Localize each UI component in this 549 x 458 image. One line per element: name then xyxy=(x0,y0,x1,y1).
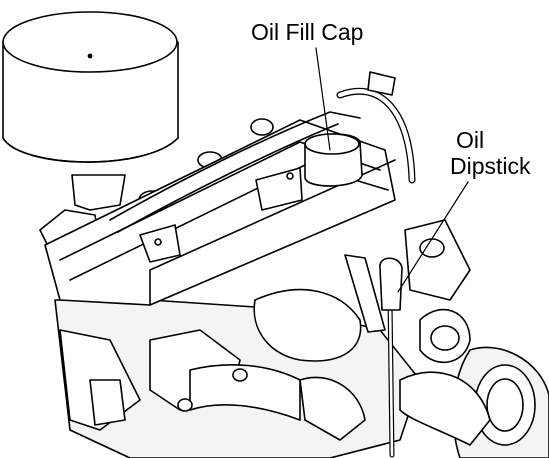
oil-dipstick-label-line1: Oil xyxy=(456,127,531,153)
oil-fill-cap-label: Oil Fill Cap xyxy=(251,19,363,45)
oil-dipstick-label: Oil Dipstick xyxy=(456,127,531,179)
right-components xyxy=(405,220,470,362)
alternator xyxy=(400,347,549,458)
oil-dipstick-label-line2: Dipstick xyxy=(450,153,531,179)
oil-fill-cap xyxy=(305,134,362,186)
air-filter-housing xyxy=(3,12,178,210)
